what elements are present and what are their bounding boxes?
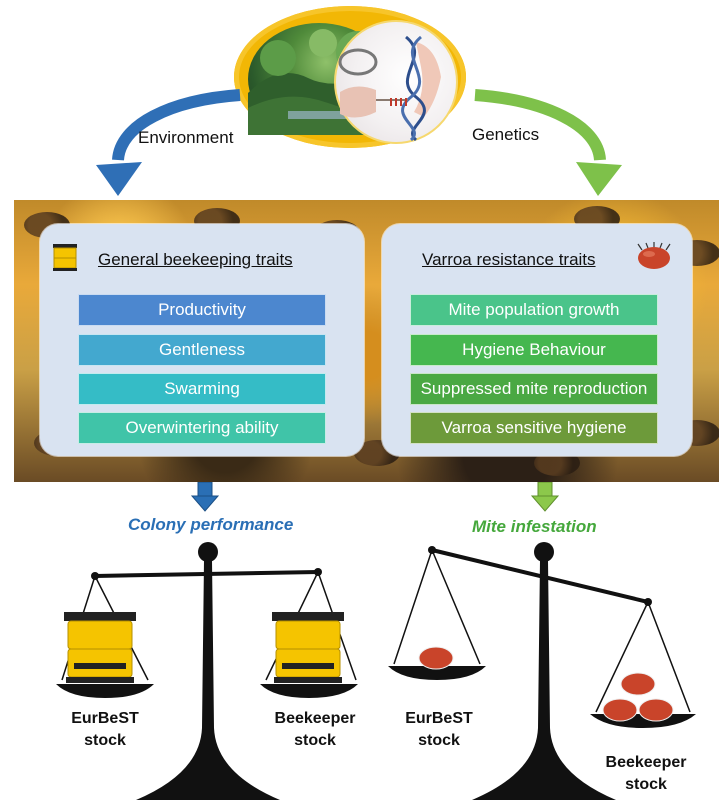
environment-arrowhead: [96, 162, 142, 196]
hive-icon: [64, 612, 136, 683]
genetics-label: Genetics: [472, 125, 540, 144]
colony-performance-title: Colony performance: [128, 515, 294, 534]
environment-label: Environment: [138, 128, 234, 147]
trait-productivity: Productivity: [78, 294, 326, 326]
mite-icon: [620, 672, 656, 696]
genetics-arrowhead: [576, 162, 622, 196]
trait-gentleness: Gentleness: [78, 334, 326, 366]
varroa-panel-title: Varroa resistance traits: [422, 250, 596, 269]
environment-arrow: [112, 89, 241, 161]
colony-balance-scale: [56, 542, 358, 800]
trait-hygiene-behaviour: Hygiene Behaviour: [410, 334, 658, 366]
dna-image: [334, 20, 458, 144]
honeycomb-banner: General beekeeping traits Productivity G…: [14, 200, 719, 482]
mite-icon: [637, 242, 671, 269]
trait-varroa-sensitive-hygiene: Varroa sensitive hygiene: [410, 412, 658, 444]
trait-overwintering-ability: Overwintering ability: [78, 412, 326, 444]
colony-down-arrow: [190, 482, 220, 512]
mite-down-arrow: [530, 482, 560, 512]
mite-icon: [638, 698, 674, 722]
mite-icon: [602, 698, 638, 722]
mite-balance-scale: [388, 542, 696, 800]
hive-icon: [53, 244, 77, 271]
genetics-arrow: [474, 89, 606, 161]
beekeeping-panel-title: General beekeeping traits: [98, 250, 293, 269]
hive-icon: [272, 612, 344, 683]
trait-mite-population-growth: Mite population growth: [410, 294, 658, 326]
trait-suppressed-mite-reproduction: Suppressed mite reproduction: [410, 373, 658, 405]
mite-icon: [418, 646, 454, 670]
balance-scale-icon: [56, 542, 358, 800]
trait-swarming: Swarming: [78, 373, 326, 405]
mite-infestation-title: Mite infestation: [472, 517, 597, 536]
cycle-arrows: [96, 89, 622, 196]
beekeeping-traits-panel: General beekeeping traits Productivity G…: [40, 224, 364, 456]
varroa-traits-panel: Varroa resistance traits Mite population…: [382, 224, 692, 456]
